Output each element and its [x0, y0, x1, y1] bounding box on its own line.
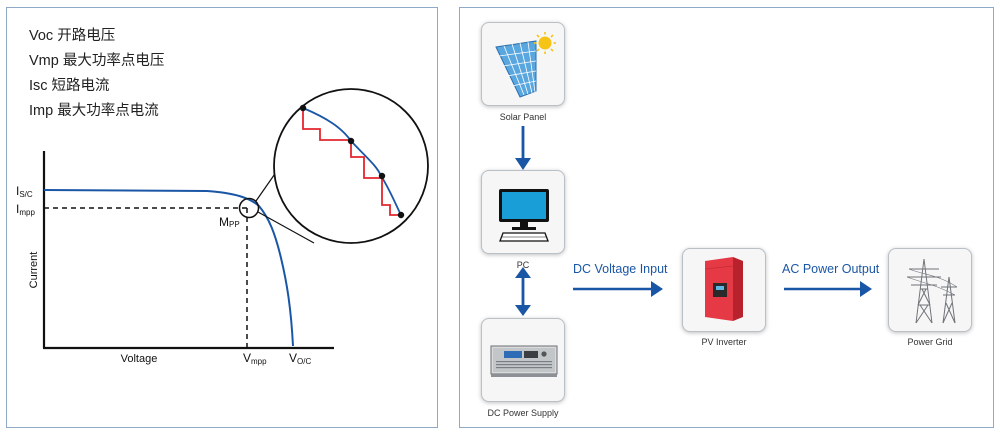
- iv-curve-panel: Voc 开路电压 Vmp 最大功率点电压 Isc 短路电流 Imp 最大功率点电…: [6, 7, 438, 428]
- test-flow-panel: Solar Panel PC DC Power Supply: [459, 7, 994, 428]
- zoom-point-3: [378, 172, 386, 180]
- pv-inverter-caption: PV Inverter: [701, 337, 747, 347]
- legend-imp: Imp 最大功率点电流: [29, 103, 159, 119]
- impp-label: Impp: [16, 202, 35, 217]
- legend-vmp: Vmp 最大功率点电压: [29, 53, 165, 69]
- arrow-pc-to-power-supply: [515, 267, 531, 316]
- solar-panel-card: [481, 22, 565, 106]
- dc-power-supply-card: [481, 318, 565, 402]
- zoom-point-1: [299, 104, 307, 112]
- pc-caption: PC: [516, 260, 530, 270]
- power-grid-caption: Power Grid: [907, 337, 953, 347]
- inverter-icon: [704, 257, 743, 321]
- dc-power-supply-caption: DC Power Supply: [487, 408, 559, 418]
- iv-curve-diagram: Current Voltage IS/C Impp MPP Vmpp VO/C: [16, 88, 429, 366]
- voc-label: VO/C: [289, 351, 311, 366]
- zoom-curve: [302, 107, 402, 216]
- isc-label: IS/C: [16, 184, 33, 199]
- zoom-circle: [273, 88, 429, 244]
- pc-card: [481, 170, 565, 254]
- flow-arrows: [515, 126, 872, 316]
- legend-voc: Voc 开路电压: [29, 28, 116, 44]
- solar-panel-icon: [495, 32, 556, 98]
- computer-icon: [499, 189, 549, 242]
- power-grid-card: [888, 248, 972, 332]
- zoom-line-bottom: [257, 211, 315, 244]
- x-axis-label: Voltage: [121, 353, 158, 365]
- legend-isc: Isc 短路电流: [29, 78, 110, 94]
- y-axis-label: Current: [28, 252, 40, 289]
- sun-icon: [534, 32, 556, 54]
- pv-inverter-card: [682, 248, 766, 332]
- ac-power-output-label: AC Power Output: [782, 262, 880, 276]
- mpp-label: MPP: [219, 215, 240, 229]
- arrow-to-grid: [784, 281, 872, 297]
- arrow-solar-to-pc: [515, 126, 531, 170]
- arrow-to-inverter: [573, 281, 663, 297]
- mpp-magnifier-circle: [238, 197, 260, 219]
- iv-curve: [43, 189, 294, 347]
- power-supply-icon: [490, 345, 558, 377]
- mppt-step-trace: [302, 108, 401, 216]
- dc-voltage-input-label: DC Voltage Input: [573, 262, 668, 276]
- power-tower-icon: [906, 258, 958, 324]
- solar-panel-caption: Solar Panel: [499, 112, 547, 122]
- zoom-point-2: [347, 137, 355, 145]
- vmpp-label: Vmpp: [243, 351, 267, 366]
- zoom-point-4: [397, 211, 405, 219]
